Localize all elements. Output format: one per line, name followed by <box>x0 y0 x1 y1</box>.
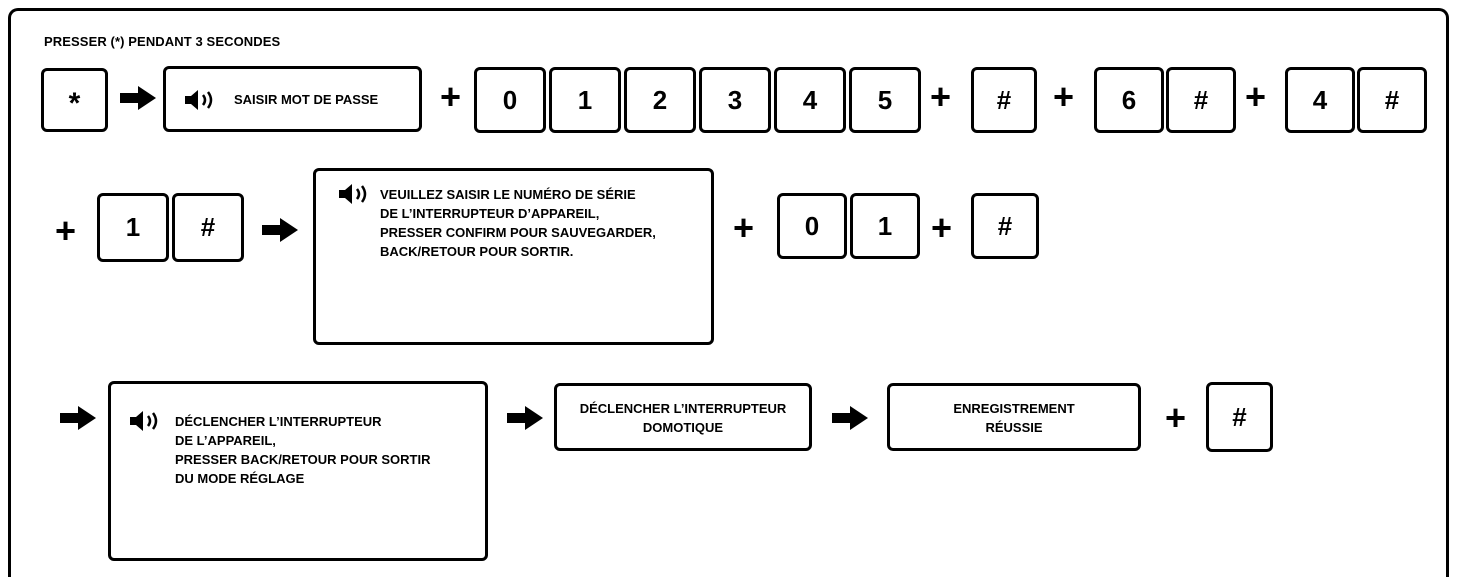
key-6: 6 <box>1094 67 1164 133</box>
plus-sign: + <box>440 76 462 117</box>
key-hash: # <box>1357 67 1427 133</box>
serial-number-prompt-box: VEUILLEZ SAISIR LE NUMÉRO DE SÉRIE DE L’… <box>313 168 714 345</box>
key-0: 0 <box>474 67 546 133</box>
trigger-prompt-line: DÉCLENCHER L’INTERRUPTEUR <box>175 414 382 429</box>
plus-sign: + <box>55 210 77 251</box>
key-3: 3 <box>699 67 771 133</box>
key-hash: # <box>971 193 1039 259</box>
plus-sign: + <box>1245 76 1267 117</box>
plus-sign: + <box>733 207 755 248</box>
password-prompt-label: SAISIR MOT DE PASSE <box>234 92 379 107</box>
key-1: 1 <box>97 193 169 262</box>
speaker-icon <box>339 184 367 204</box>
trigger-prompt-line: PRESSER BACK/RETOUR POUR SORTIR <box>175 452 431 467</box>
trigger-switch-prompt-box: DÉCLENCHER L’INTERRUPTEUR DE L’APPAREIL,… <box>108 381 488 561</box>
trigger-domotic-line: DÉCLENCHER L’INTERRUPTEUR <box>579 401 787 416</box>
speaker-icon <box>185 90 213 110</box>
right-arrow-icon <box>832 406 868 430</box>
registration-success-box: ENREGISTREMENT RÉUSSIE <box>887 383 1141 451</box>
success-line: RÉUSSIE <box>985 420 1043 435</box>
serial-prompt-line: VEUILLEZ SAISIR LE NUMÉRO DE SÉRIE <box>380 187 636 202</box>
trigger-prompt-line: DE L’APPAREIL, <box>175 433 276 448</box>
key-1: 1 <box>850 193 920 259</box>
serial-prompt-line: DE L’INTERRUPTEUR D’APPAREIL, <box>380 206 600 221</box>
speaker-icon <box>130 411 158 431</box>
key-hash: # <box>172 193 244 262</box>
right-arrow-icon <box>262 218 298 242</box>
trigger-domotic-line: DOMOTIQUE <box>642 420 724 435</box>
trigger-prompt-line: DU MODE RÉGLAGE <box>175 471 305 486</box>
trigger-domotic-switch-box: DÉCLENCHER L’INTERRUPTEUR DOMOTIQUE <box>554 383 812 451</box>
right-arrow-icon <box>60 406 96 430</box>
key-0: 0 <box>777 193 847 259</box>
password-prompt-box: SAISIR MOT DE PASSE <box>163 66 422 132</box>
right-arrow-icon <box>120 86 156 110</box>
diagram-title: PRESSER (*) PENDANT 3 SECONDES <box>44 34 281 49</box>
plus-sign: + <box>930 76 952 117</box>
serial-prompt-line: PRESSER CONFIRM POUR SAUVEGARDER, <box>380 225 656 240</box>
success-line: ENREGISTREMENT <box>953 401 1075 416</box>
key-4: 4 <box>1285 67 1355 133</box>
key-5: 5 <box>849 67 921 133</box>
key-4: 4 <box>774 67 846 133</box>
diagram-frame <box>8 8 1449 577</box>
plus-sign: + <box>1165 397 1187 438</box>
key-1: 1 <box>549 67 621 133</box>
plus-sign: + <box>931 207 953 248</box>
key-2: 2 <box>624 67 696 133</box>
key-hash: # <box>1206 382 1273 452</box>
right-arrow-icon <box>507 406 543 430</box>
serial-prompt-line: BACK/RETOUR POUR SORTIR. <box>380 244 574 259</box>
key-hash: # <box>1166 67 1236 133</box>
key-hash: # <box>971 67 1037 133</box>
plus-sign: + <box>1053 76 1075 117</box>
key-star: * <box>41 68 108 132</box>
